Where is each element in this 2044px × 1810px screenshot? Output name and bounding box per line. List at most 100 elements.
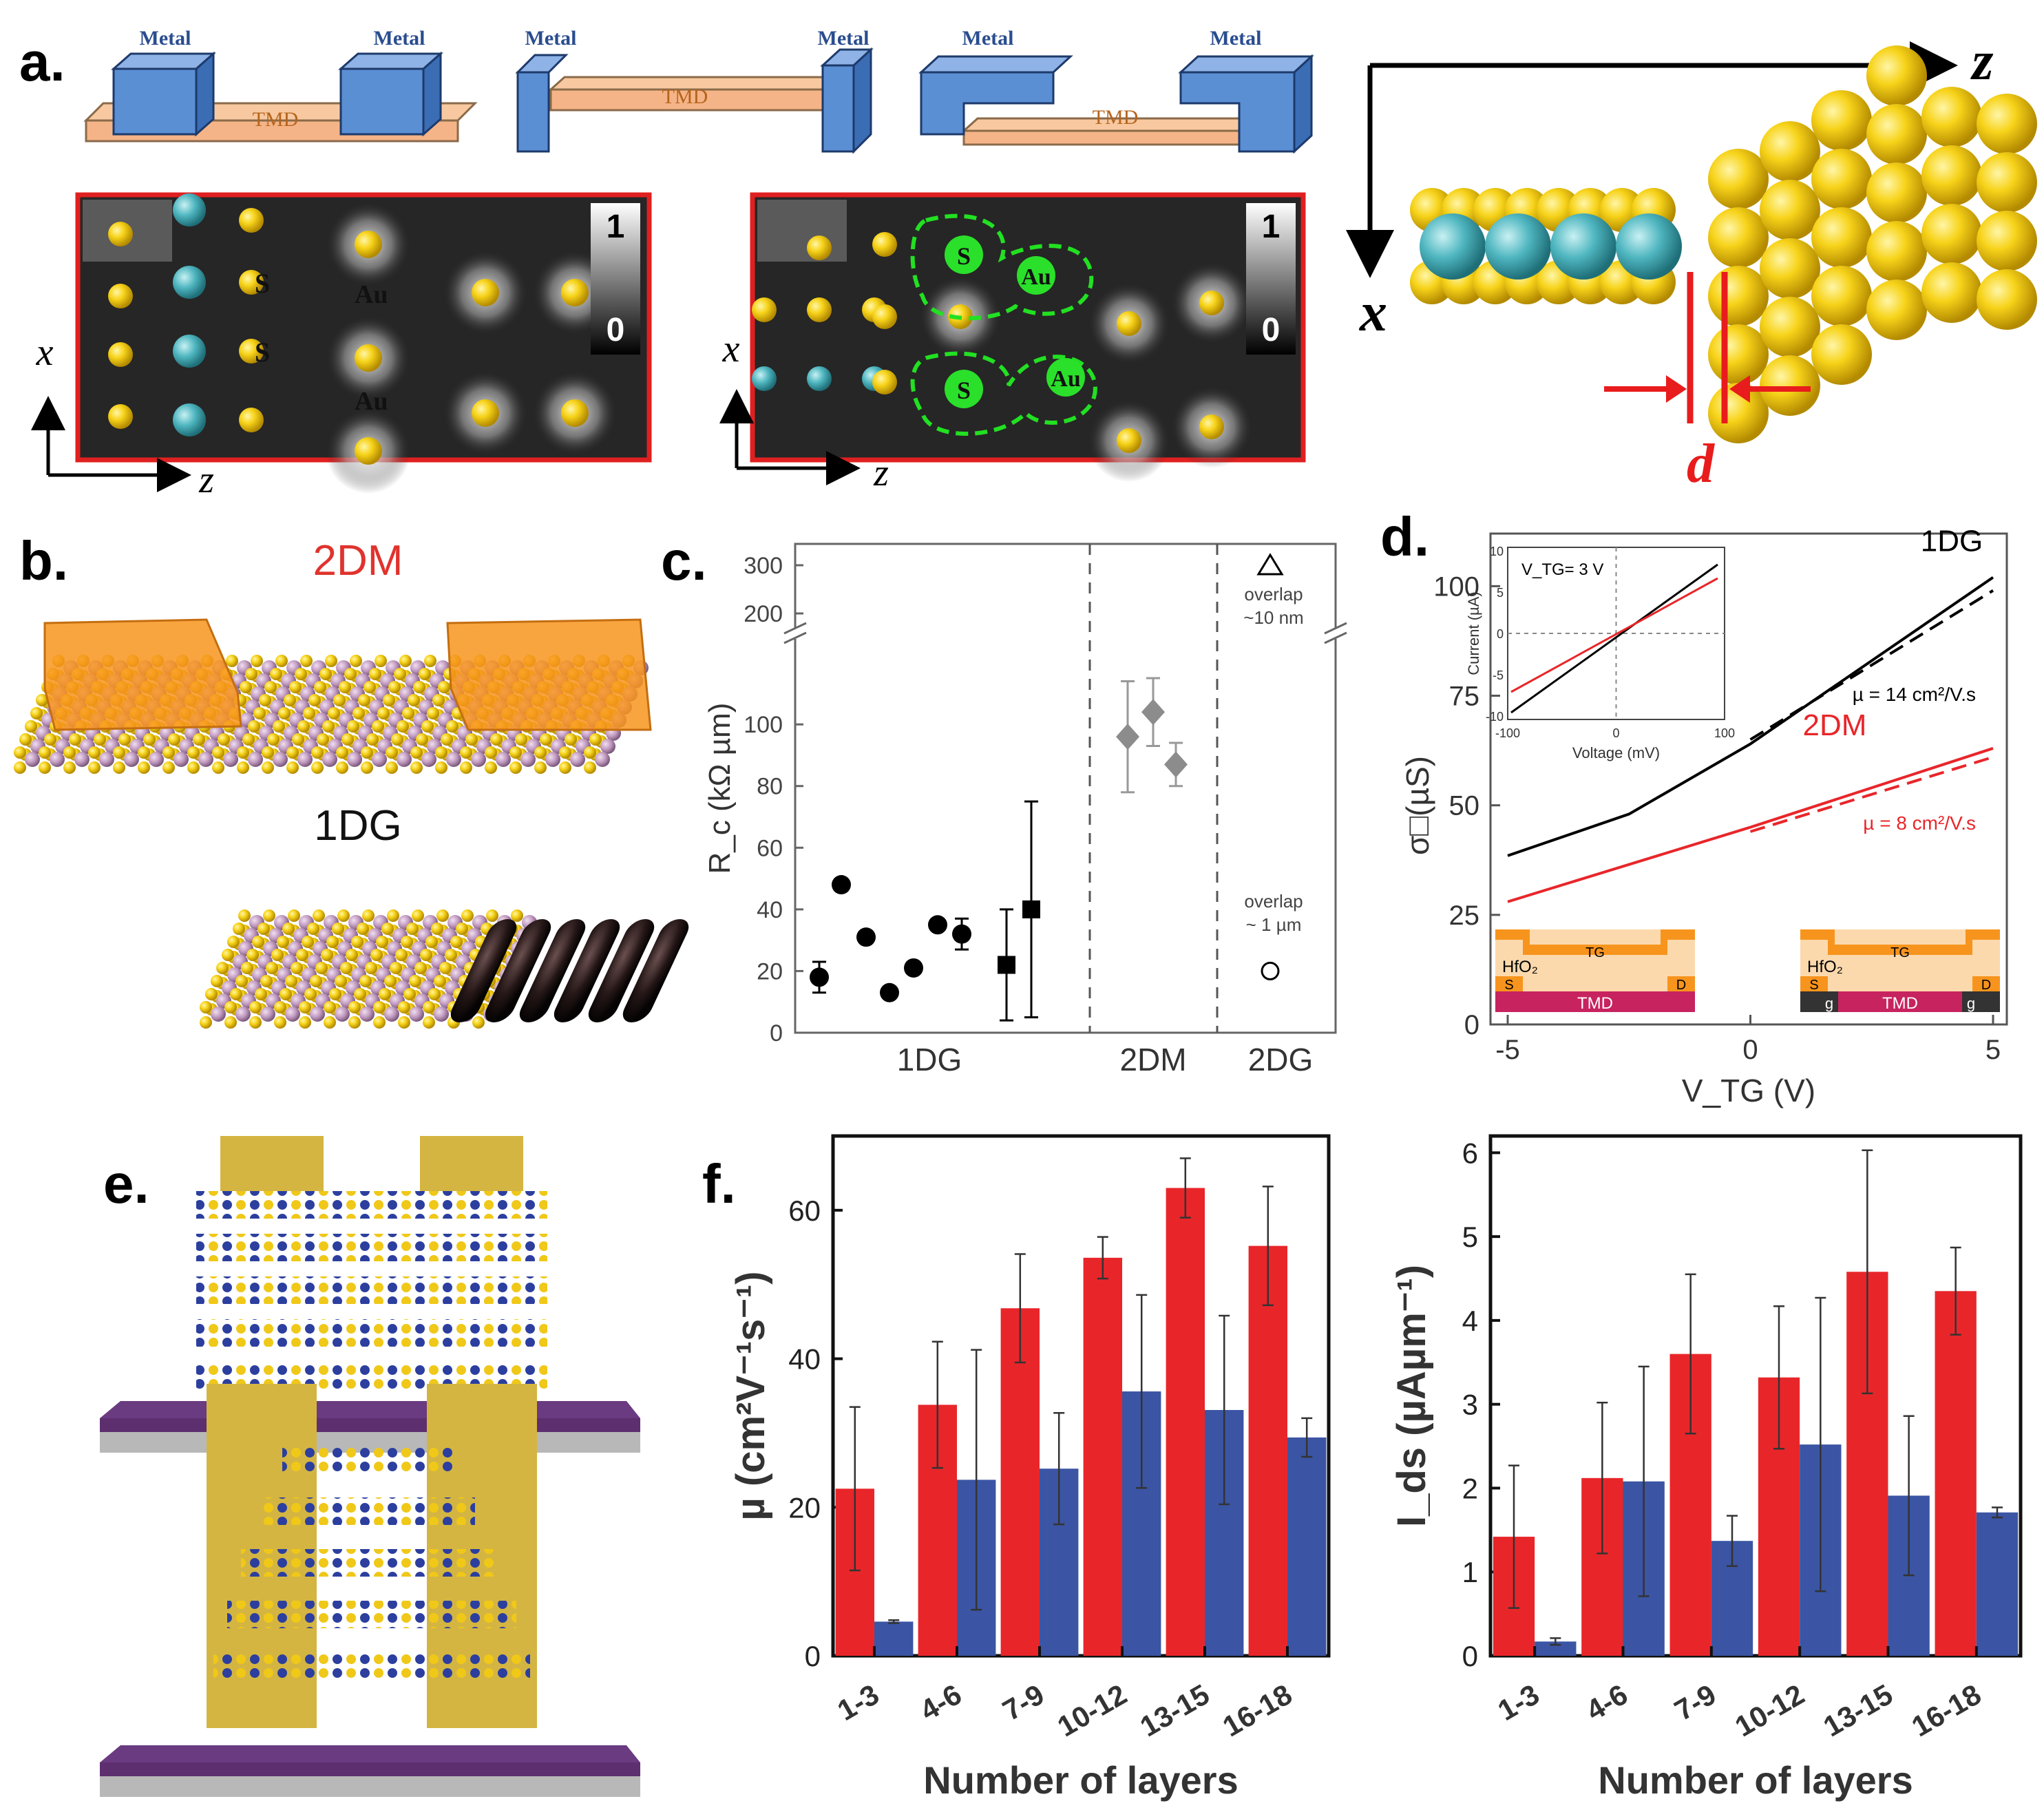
- s-atom: [222, 949, 234, 961]
- y-axis-label: I_ds (µAµm⁻¹): [1389, 1265, 1434, 1527]
- mo-atom: [248, 752, 263, 767]
- y-tick-label: 25: [1449, 901, 1480, 931]
- s-atom: [25, 720, 37, 733]
- substrate-silicon: [100, 1776, 640, 1797]
- s-atom: [357, 923, 369, 935]
- metal-atom: [1550, 213, 1616, 280]
- s-atom: [362, 909, 375, 922]
- s-atom: [435, 761, 447, 774]
- mo-atom: [471, 752, 486, 767]
- au-atom: [1760, 355, 1820, 416]
- s-atom: [292, 733, 304, 746]
- s-atom: [395, 949, 408, 961]
- metal-label: Metal: [962, 27, 1014, 50]
- tmd-layer: [1495, 991, 1695, 1012]
- bar: [874, 1621, 914, 1656]
- x-tick-label: 13-15: [1135, 1678, 1215, 1743]
- graphene-contact: [1800, 991, 1838, 1012]
- graphene-roll: [485, 919, 551, 1022]
- s-atom: [230, 988, 242, 1000]
- s-atom: [200, 1016, 212, 1029]
- axis-z-label: z: [873, 452, 889, 494]
- device-label: TMD: [1577, 994, 1613, 1013]
- x-tick-label: 0: [1742, 1035, 1758, 1065]
- x-tick-label: 7-9: [1669, 1678, 1721, 1727]
- au-atom: [1866, 162, 1927, 223]
- plot-frame: [1488, 1134, 2023, 1658]
- s-atom: [432, 694, 445, 706]
- s-atom: [419, 668, 431, 680]
- s-atom: [304, 988, 317, 1000]
- s-atom: [311, 746, 324, 759]
- s-atom: [565, 733, 577, 746]
- s-atom: [424, 655, 436, 667]
- s-atom: [435, 746, 447, 759]
- s-atom: [278, 707, 291, 719]
- s-atom: [108, 222, 133, 246]
- metal-label: Metal: [525, 27, 577, 50]
- s-atom: [441, 733, 453, 746]
- y-tick-label: 3: [1462, 1389, 1478, 1421]
- s-atom: [315, 962, 328, 974]
- s-atom: [377, 707, 390, 719]
- s-atom: [242, 733, 255, 746]
- label-2dm: 2DM: [313, 537, 403, 585]
- s-atom: [352, 707, 365, 719]
- bar: [1287, 1437, 1327, 1656]
- panel-label-f: f.: [702, 1153, 736, 1214]
- mo-atom: [99, 752, 114, 767]
- s-atom: [369, 668, 381, 680]
- graphene-roll: [450, 919, 517, 1022]
- x-tick-label: 13-15: [1818, 1678, 1898, 1743]
- x-tick-label: 7-9: [997, 1678, 1049, 1727]
- s-atom: [311, 761, 324, 774]
- y-tick-label: 100: [1433, 571, 1479, 602]
- mo-atom: [595, 752, 610, 767]
- bar: [1083, 1257, 1122, 1656]
- substrate-oxide: [100, 1762, 640, 1776]
- s-atom: [240, 681, 252, 693]
- s-atom: [373, 1001, 386, 1013]
- s-atom: [284, 694, 296, 706]
- au-atom: [472, 399, 499, 427]
- au-atom: [1921, 87, 1982, 147]
- s-atom: [239, 408, 264, 432]
- s-atom: [264, 681, 277, 693]
- inset-series: [1510, 563, 1718, 714]
- atom-label-s: S: [255, 268, 270, 299]
- s-atom: [246, 949, 259, 961]
- s-atom: [366, 733, 379, 746]
- s-atom: [302, 936, 314, 948]
- s-atom: [450, 936, 463, 948]
- s-atom: [589, 733, 602, 746]
- s-atom: [267, 733, 280, 746]
- substrate-top: [100, 1745, 640, 1762]
- data-point-circle: [928, 915, 947, 935]
- s-atom: [239, 339, 264, 364]
- au-atom: [1199, 414, 1224, 439]
- s-atom: [336, 746, 348, 759]
- plot-frame: [1489, 532, 2008, 1026]
- s-atom: [259, 694, 271, 706]
- axis-break: [1324, 622, 1347, 635]
- mo-atom: [322, 752, 337, 767]
- annotation: ~ 1 µm: [1246, 914, 1302, 935]
- tmd-label: TMD: [662, 85, 708, 108]
- bar: [1248, 1245, 1287, 1656]
- tmd-layer: [196, 1191, 547, 1219]
- data-point-triangle: [1256, 553, 1284, 576]
- device-label: S: [1809, 978, 1818, 993]
- s-atom: [224, 1001, 237, 1013]
- lattice-atom: [752, 297, 777, 322]
- s-atom: [431, 923, 443, 935]
- scale-max-label: 1: [607, 209, 625, 245]
- device-label: HfO₂: [1502, 958, 1538, 976]
- s-atom: [540, 733, 552, 746]
- gold-contact: [420, 1136, 523, 1191]
- x-tick-label: 1-3: [1493, 1678, 1545, 1727]
- group-label: 2DG: [1248, 1042, 1314, 1077]
- metal-atom: [173, 193, 206, 227]
